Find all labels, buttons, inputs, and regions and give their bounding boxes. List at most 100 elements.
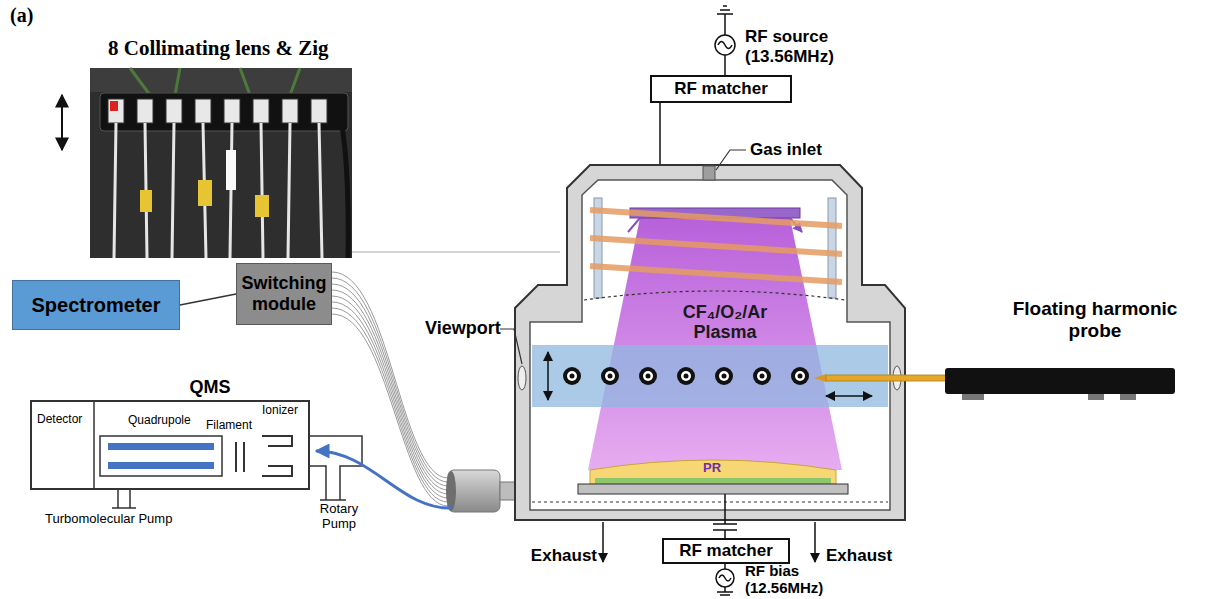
component-label: Quadrupole xyxy=(128,414,191,428)
lens-point xyxy=(608,374,613,379)
part-label: Gas inlet xyxy=(750,140,822,160)
photo-cable xyxy=(130,68,300,95)
quadrupole-chamber xyxy=(100,436,222,476)
scan-arrow xyxy=(547,352,549,400)
label-text: 8 Collimating lens & Zig xyxy=(108,36,329,60)
pump-label: Rotary Pump xyxy=(306,502,372,532)
exhaust-arrow xyxy=(814,522,816,562)
leader-line xyxy=(716,150,746,170)
cable-tag xyxy=(255,195,269,217)
rf-source-circle xyxy=(715,35,735,55)
probe-label: Floating harmonic probe xyxy=(995,298,1195,342)
zig-bar xyxy=(100,93,348,131)
label-text: Filament xyxy=(206,419,252,433)
source-label: RF bias (12.56MHz) xyxy=(745,562,840,597)
node-text: QMS xyxy=(189,377,230,398)
sampling-tube xyxy=(316,451,452,508)
rotary-pump-line xyxy=(310,436,362,500)
plasma-chamber xyxy=(515,150,946,520)
fiber-cable xyxy=(114,123,322,258)
label-text: Exhaust xyxy=(521,546,597,566)
lens-connector xyxy=(137,99,153,123)
lens-point xyxy=(795,371,805,381)
label-text: PR xyxy=(703,461,721,476)
lens-connector xyxy=(224,99,240,123)
ground-symbol xyxy=(717,587,733,595)
probe-foot xyxy=(1120,394,1136,400)
inductive-coil xyxy=(590,210,842,282)
component-label: Detector xyxy=(37,413,82,427)
label-text: RF bias (12.56MHz) xyxy=(745,562,840,597)
lens-point xyxy=(798,374,803,379)
cable-tag xyxy=(226,150,236,190)
lens-connector xyxy=(108,99,124,123)
matcher-box: RF matcher xyxy=(662,538,790,564)
node-text: RF matcher xyxy=(674,79,768,99)
lens-connector xyxy=(253,99,269,123)
label-text: RF source (13.56MHz) xyxy=(745,27,850,66)
probe-tip xyxy=(814,374,826,382)
photo-ground xyxy=(90,68,352,258)
photo-title: 8 Collimating lens & Zig xyxy=(108,36,329,60)
lens-point xyxy=(791,367,809,385)
label-text: Floating harmonic probe xyxy=(995,298,1195,342)
node-text: RF matcher xyxy=(679,541,773,561)
lens-point xyxy=(684,374,689,379)
switch-red xyxy=(110,101,118,111)
probe-rod xyxy=(826,375,946,381)
probe-foot xyxy=(962,394,984,400)
cable-tag xyxy=(140,190,152,212)
quadrupole-rod xyxy=(108,443,214,450)
wafer-layer xyxy=(595,478,831,484)
source-label: RF source (13.56MHz) xyxy=(745,27,850,66)
node-text: Switching module xyxy=(241,273,327,314)
photo-cable xyxy=(335,95,348,258)
viewport-window xyxy=(518,366,526,390)
lens-point xyxy=(715,367,733,385)
lens-point xyxy=(681,371,691,381)
pump-label: Turbomolecular Pump xyxy=(45,512,172,527)
lens-point xyxy=(643,371,653,381)
optical-fiber xyxy=(332,314,448,506)
label-text: Viewport xyxy=(425,318,501,339)
panel-label: (a) xyxy=(10,4,33,27)
label-text: Turbomolecular Pump xyxy=(45,512,172,527)
lens-point xyxy=(601,367,619,385)
capacitor-symbol xyxy=(713,494,737,538)
probe-motion-arrow xyxy=(826,395,872,397)
lens-point xyxy=(639,367,657,385)
chamber-wall xyxy=(515,165,905,520)
exhaust-label: Exhaust xyxy=(826,546,892,566)
leader-line xyxy=(500,329,522,364)
label-text: CF₄/O₂/Ar Plasma xyxy=(655,303,795,343)
label-text: Rotary Pump xyxy=(306,502,372,532)
part-label: Viewport xyxy=(425,318,501,339)
photo-wall xyxy=(90,68,352,92)
detector-divider xyxy=(93,402,95,488)
ground-symbol xyxy=(717,6,733,35)
lens-connector xyxy=(282,99,298,123)
label-text: Quadrupole xyxy=(128,414,191,428)
lens-points xyxy=(563,367,809,385)
component-label: Filament xyxy=(206,419,252,433)
photoresist-layer xyxy=(590,460,836,484)
qms-internals xyxy=(94,402,362,508)
lens-point xyxy=(563,367,581,385)
sine-symbol xyxy=(718,42,732,49)
rf-wire xyxy=(724,55,726,75)
collimator-end xyxy=(446,471,456,511)
ionizer-symbol xyxy=(262,436,292,476)
lens-point xyxy=(760,374,765,379)
sine-symbol xyxy=(719,575,731,581)
label-text: Exhaust xyxy=(826,546,892,566)
switching-module-box: Switching module xyxy=(236,263,332,325)
dotted-boundary xyxy=(584,291,845,300)
rf-bias-circle xyxy=(716,569,734,587)
lens-point xyxy=(567,371,577,381)
plasma-region xyxy=(588,218,842,470)
quadrupole-rod xyxy=(108,462,214,469)
cable-tag xyxy=(198,180,212,206)
turbo-pump-port xyxy=(112,490,136,508)
